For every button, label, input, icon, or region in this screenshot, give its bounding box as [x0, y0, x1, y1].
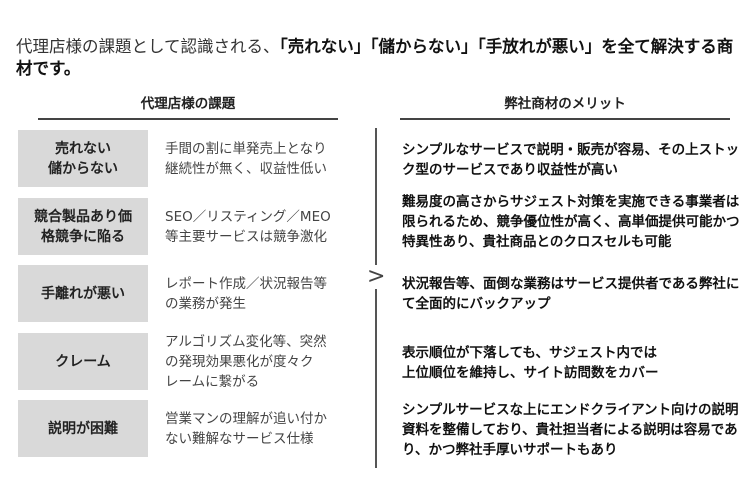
- intro-plain: 代理店様の課題として認識される、: [16, 37, 280, 56]
- issue-row: クレームアルゴリズム変化等、突然 の発現効果悪化が度々ク レームに繋がる: [18, 333, 358, 390]
- left-column-header: 代理店様の課題: [38, 92, 338, 120]
- problem-text: レポート作成／状況報告等 の業務が発生: [165, 275, 327, 312]
- merit-text: 表示順位が下落しても、サジェスト内では 上位順位を維持し、サイト訪問数をカバー: [402, 345, 659, 381]
- issue-label: 手離れが悪い: [18, 265, 148, 322]
- issue-label: 競合製品あり価 格競争に陥る: [18, 198, 148, 255]
- issue-label: 説明が困難: [18, 400, 148, 457]
- merit-text: シンプルなサービスで説明・販売が容易、その上ストック型のサービスであり収益性が高…: [402, 142, 740, 178]
- issue-row: 説明が困難営業マンの理解が追い付か ない難解なサービス仕様: [18, 400, 358, 457]
- issue-label: クレーム: [18, 333, 148, 390]
- intro-text: 代理店様の課題として認識される、「売れない」「儲からない」「手放れが悪い」を全て…: [16, 36, 746, 80]
- issue-row: 手離れが悪いレポート作成／状況報告等 の業務が発生: [18, 265, 358, 322]
- right-column-header: 弊社商材のメリット: [400, 92, 730, 120]
- chevron-right-icon: >: [367, 264, 386, 289]
- problem-text: 営業マンの理解が追い付か ない難解なサービス仕様: [165, 410, 327, 447]
- merit-text: シンプルサービスな上にエンドクライアント向けの説明資料を整備しており、貴社担当者…: [402, 402, 739, 458]
- merit-text: 難易度の高さからサジェスト対策を実施できる事業者は限られるため、競争優位性が高く…: [402, 194, 740, 250]
- intro-bold: 「売れない」「儲からない」「手放れが悪い」を全て解決する商材です。: [16, 37, 734, 78]
- merit-text: 状況報告等、面倒な業務はサービス提供者である弊社にて全面的にバックアップ: [402, 276, 740, 312]
- issue-label: 売れない 儲からない: [18, 130, 148, 187]
- problem-text: アルゴリズム変化等、突然 の発現効果悪化が度々ク レームに繋がる: [165, 333, 327, 390]
- issue-row: 競合製品あり価 格競争に陥る SEO／リスティング／MEO 等主要サービスは競争激…: [18, 198, 358, 255]
- issue-row: 売れない 儲からない手間の割に単発売上となり 継続性が無く、収益性低い: [18, 130, 358, 187]
- problem-text: 手間の割に単発売上となり 継続性が無く、収益性低い: [165, 140, 327, 177]
- divider-line: [375, 128, 377, 468]
- problem-text: SEO／リスティング／MEO 等主要サービスは競争激化: [165, 208, 331, 245]
